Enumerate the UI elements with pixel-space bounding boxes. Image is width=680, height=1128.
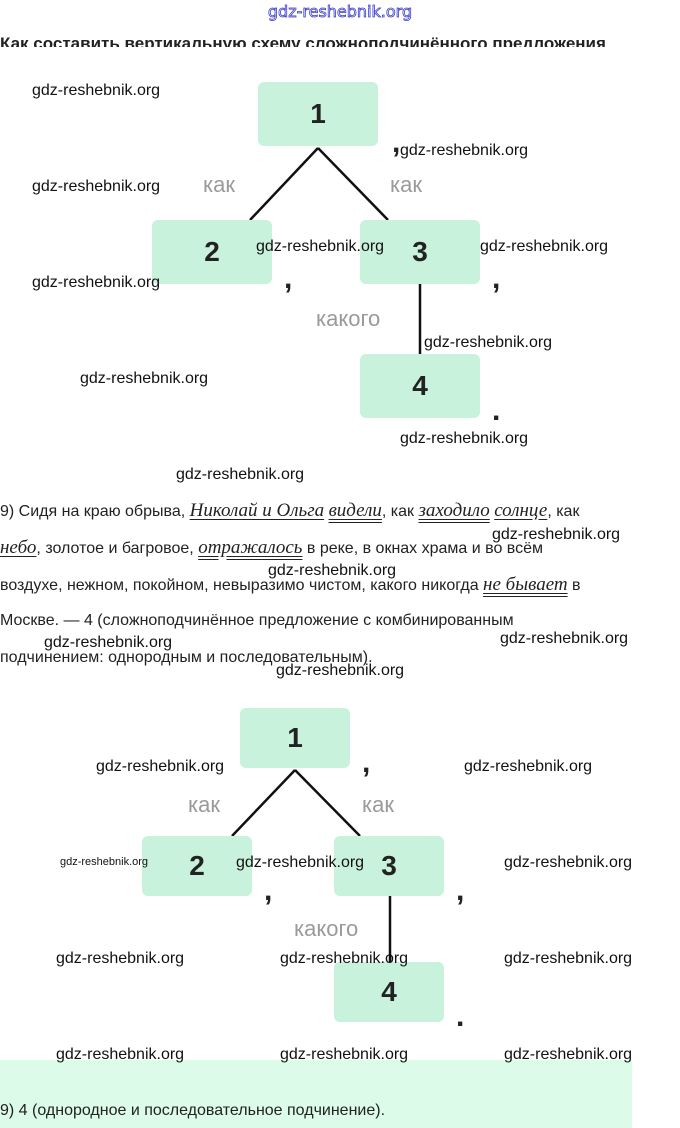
text: в — [567, 577, 581, 594]
predicate: отражалось — [198, 537, 303, 558]
comma: , — [392, 126, 401, 159]
watermark: gdz-reshebnik.org — [96, 758, 225, 775]
connector-1-3 — [317, 147, 389, 221]
conjunction-label: как — [362, 792, 394, 817]
predicate: не бывает — [483, 574, 568, 595]
period: . — [492, 394, 501, 427]
watermark: gdz-reshebnik.org — [176, 466, 305, 483]
conjunction-label: как — [203, 172, 235, 197]
connector-1-3 — [294, 769, 361, 837]
watermark: gdz-reshebnik.org — [256, 238, 385, 255]
subject: небо — [0, 537, 37, 558]
comma: , — [264, 874, 273, 907]
watermark: gdz-reshebnik.org — [56, 950, 185, 967]
answer-text: 9) 4 (однородное и последовательное подч… — [0, 1102, 386, 1119]
watermark: gdz-reshebnik.org — [400, 142, 529, 159]
predicate: видели — [328, 500, 382, 521]
text: 9) Сидя на краю обрыва, — [0, 503, 190, 520]
watermark: gdz-reshebnik.org — [424, 334, 553, 351]
answer-panel — [0, 1060, 632, 1128]
watermark: gdz-reshebnik.org — [492, 526, 621, 543]
clause-box-4: 4 — [360, 354, 480, 418]
watermark: gdz-reshebnik.org — [504, 1046, 633, 1063]
paragraph-line-4: Москве. — 4 (сложноподчинённое предложен… — [0, 612, 514, 629]
watermark: gdz-reshebnik.org — [280, 1046, 409, 1063]
heading: Как составить вертикальную схему сложноп… — [0, 34, 606, 47]
site-header-link[interactable]: gdz-reshebnik.org — [267, 2, 413, 22]
conjunction-label: какого — [294, 916, 359, 941]
watermark: gdz-reshebnik.org — [236, 854, 365, 871]
watermark: gdz-reshebnik.org — [60, 856, 149, 868]
text: , золотое и багровое, — [36, 540, 199, 557]
connector-1-2 — [249, 147, 319, 221]
text: воздухе, нежном, покойном, невыразимо чи… — [0, 577, 484, 594]
watermark: gdz-reshebnik.org — [44, 634, 173, 651]
watermark: gdz-reshebnik.org — [504, 854, 633, 871]
paragraph-line-1: 9) Сидя на краю обрыва, Николай и Ольга … — [0, 500, 579, 522]
watermark: gdz-reshebnik.org — [400, 430, 529, 447]
watermark: gdz-reshebnik.org — [268, 562, 397, 579]
watermark: gdz-reshebnik.org — [504, 950, 633, 967]
subject: Николай и Ольга — [189, 500, 325, 521]
watermark: gdz-reshebnik.org — [32, 178, 161, 195]
comma: , — [362, 746, 371, 779]
clause-box-3: 3 — [334, 836, 444, 896]
subject: солнце — [494, 500, 548, 521]
clause-box-1: 1 — [240, 708, 350, 768]
comma: , — [456, 874, 465, 907]
paragraph-line-2: небо, золотое и багровое, отражалось в р… — [0, 537, 543, 559]
watermark: gdz-reshebnik.org — [464, 758, 593, 775]
clause-box-2: 2 — [142, 836, 252, 896]
clause-box-3: 3 — [360, 220, 480, 284]
watermark: gdz-reshebnik.org — [280, 950, 409, 967]
text: , как — [547, 503, 580, 520]
watermark: gdz-reshebnik.org — [480, 238, 609, 255]
clause-box-1: 1 — [258, 82, 378, 146]
watermark: gdz-reshebnik.org — [276, 662, 405, 679]
conjunction-label: какого — [316, 306, 381, 331]
text: , как — [381, 503, 419, 520]
clause-box-4: 4 — [334, 962, 444, 1022]
watermark: gdz-reshebnik.org — [32, 274, 161, 291]
conjunction-label: как — [188, 792, 220, 817]
connector-1-2 — [231, 769, 296, 837]
comma: , — [492, 262, 501, 295]
period: . — [456, 1000, 465, 1033]
text: в реке, в окнах храма и во всём — [302, 540, 544, 557]
paragraph-line-5: подчинением: однородным и последовательн… — [0, 649, 373, 666]
comma: , — [284, 262, 293, 295]
watermark: gdz-reshebnik.org — [56, 1046, 185, 1063]
watermark: gdz-reshebnik.org — [32, 82, 161, 99]
watermark: gdz-reshebnik.org — [500, 630, 629, 647]
watermark: gdz-reshebnik.org — [80, 370, 209, 387]
paragraph-line-3: воздухе, нежном, покойном, невыразимо чи… — [0, 574, 581, 596]
conjunction-label: как — [390, 172, 422, 197]
predicate: заходило — [418, 500, 490, 521]
clause-box-2: 2 — [152, 220, 272, 284]
